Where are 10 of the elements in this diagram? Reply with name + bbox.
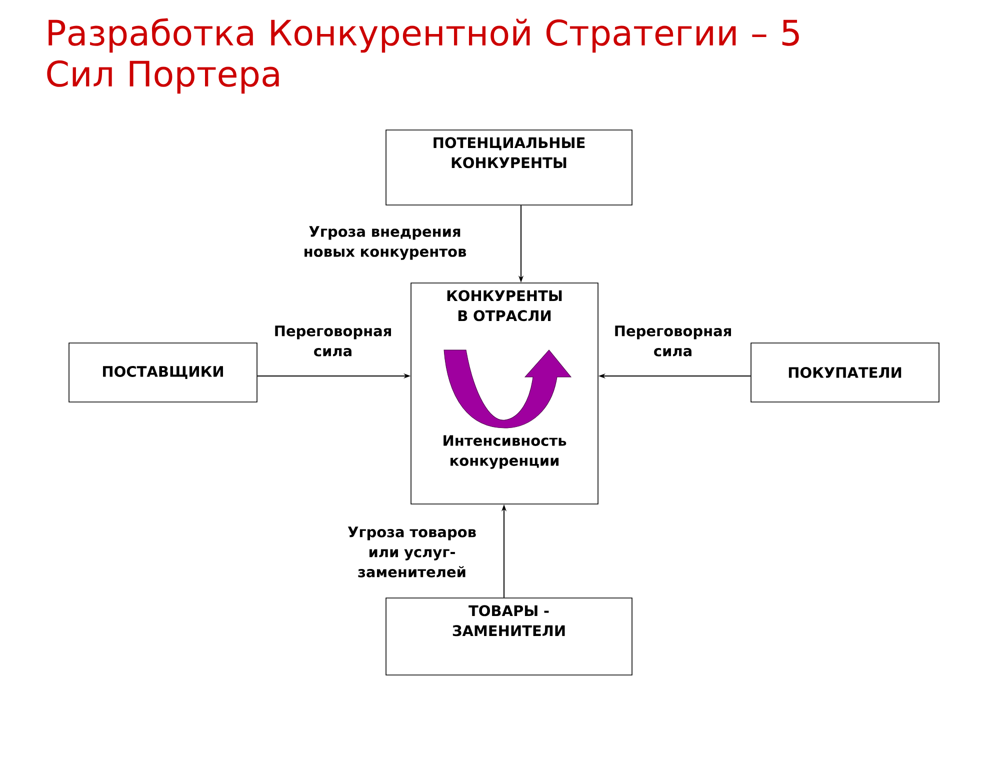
buyer-box: ПОКУПАТЕЛИ	[750, 342, 940, 402]
supplier-box: ПОСТАВЩИКИ	[68, 342, 258, 402]
entrant-box: ПОТЕНЦИАЛЬНЫЕ КОНКУРЕНТЫ	[386, 130, 632, 206]
edge-label: Переговорная сила	[275, 326, 391, 356]
industry-box: КОНКУРЕНТЫ В ОТРАСЛИ Интенсивность конкуренции	[410, 282, 598, 504]
title: Разработка Конкурентной Стратегии – 5 Сил Портера	[47, 18, 799, 94]
substitute-box: ТОВАРЫ - ЗАМЕНИТЕЛИ	[386, 598, 632, 676]
edge-label: Угроза товаров или услуг- заменителей	[348, 526, 476, 578]
edge-label: Угроза внедрения новых конкурентов	[304, 226, 466, 260]
edge-label: Переговорная сила	[615, 326, 731, 356]
